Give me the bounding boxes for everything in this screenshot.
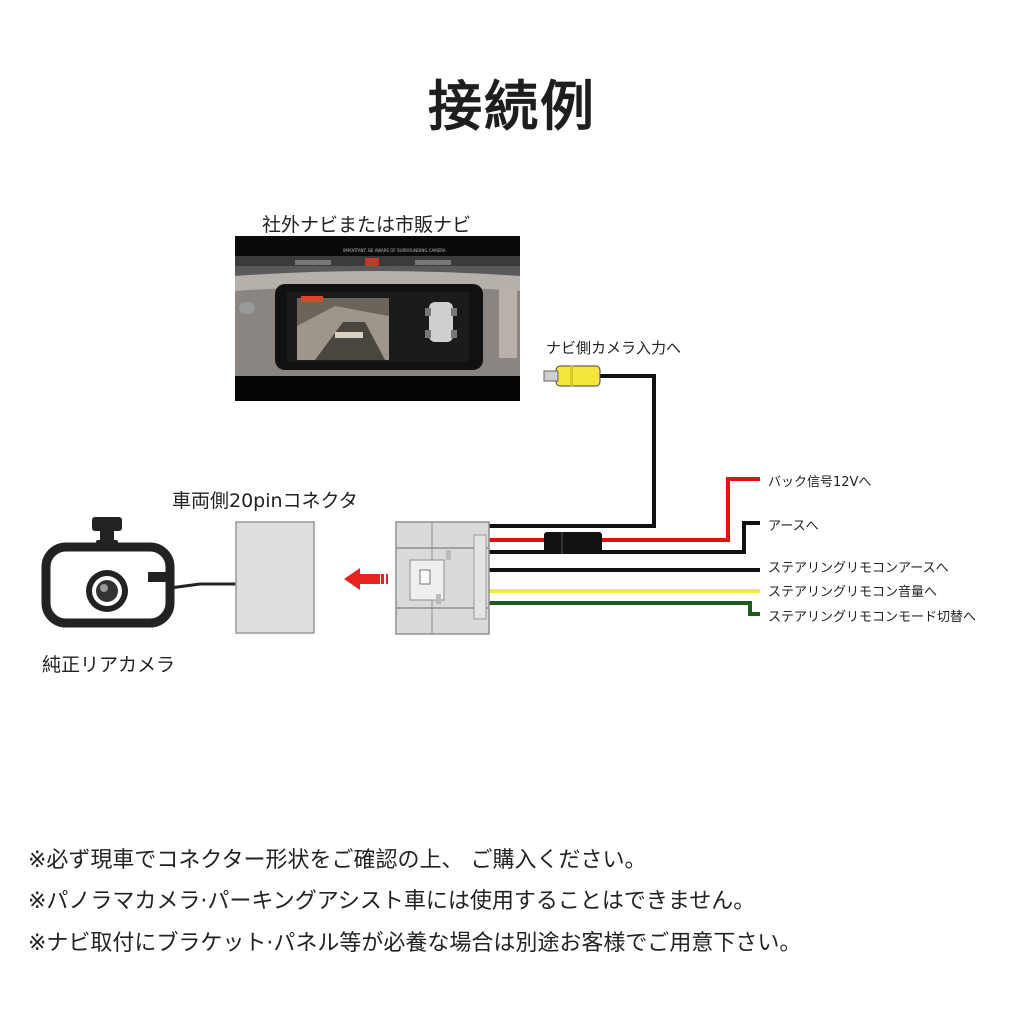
wire-label-steering-volume: ステアリングリモコン音量へ — [768, 585, 938, 600]
connector-label: 車両側20pinコネクタ — [172, 490, 358, 512]
vehicle-connector — [235, 521, 315, 634]
navi-screen-image: IMPORTANT: BE AWARE OF SURROUNDING CAMER… — [235, 236, 520, 401]
note-2: ※パノラマカメラ·パーキングアシスト車には使用することはできません。 — [28, 889, 756, 914]
wire-label-steering-ground: ステアリングリモコンアースへ — [768, 561, 949, 576]
wire-green — [489, 601, 760, 616]
note-1: ※必ず現車でコネクター形状をご確認の上、 ご購入ください。 — [28, 848, 647, 873]
harness-connector — [395, 521, 490, 635]
wire-label-back-signal: バック信号12Vへ — [768, 475, 872, 490]
rca-plug-icon — [543, 365, 601, 387]
wire-label-steering-mode: ステアリングリモコンモード切替へ — [768, 610, 977, 625]
rca-cable — [489, 374, 656, 528]
navi-camera-input-label: ナビ側カメラ入力へ — [546, 339, 682, 357]
wire-black-ground — [489, 521, 760, 554]
screen-caption: IMPORTANT: BE AWARE OF SURROUNDING CAMER… — [343, 248, 446, 253]
camera-cable — [169, 582, 236, 590]
camera-label: 純正リアカメラ — [42, 654, 176, 676]
fuse-holder — [544, 532, 602, 554]
note-3: ※ナビ取付にブラケット·パネル等が必養な場合は別途お客様でご用意下さい。 — [28, 931, 802, 956]
wire-red — [489, 477, 760, 542]
arrow-left-icon — [344, 568, 388, 590]
camera-icon — [41, 517, 175, 628]
navi-label: 社外ナビまたは市販ナビ — [262, 214, 472, 236]
wire-label-ground: アースへ — [768, 519, 819, 534]
page-title: 接続例 — [428, 75, 596, 138]
navi-screen-illustration — [235, 236, 520, 401]
